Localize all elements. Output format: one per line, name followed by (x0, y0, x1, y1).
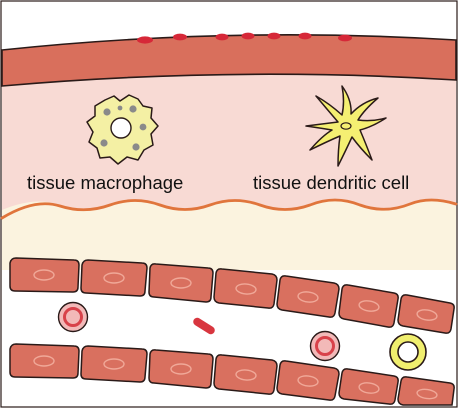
surface-particle (137, 36, 153, 43)
surface-particle (216, 34, 229, 41)
label-tissue-dendritic-cell: tissue dendritic cell (253, 172, 409, 193)
endothelial-cell (149, 264, 213, 302)
label-tissue-macrophage: tissue macrophage (27, 172, 183, 193)
macrophage-nucleus (111, 118, 131, 138)
endothelial-cell (277, 276, 339, 317)
surface-particle (242, 33, 255, 40)
surface-particle (338, 35, 352, 42)
red-blood-cell (311, 332, 340, 361)
endothelial-cell (149, 350, 213, 388)
endothelial-cell (10, 258, 79, 292)
red-blood-cell (59, 303, 88, 332)
surface-particle (268, 33, 281, 40)
endothelial-cell (81, 346, 147, 382)
surface-particle (299, 33, 312, 40)
leukocyte (390, 334, 426, 370)
endothelial-cell (277, 361, 339, 400)
endothelial-cell (214, 355, 277, 394)
surface-particle (173, 34, 187, 41)
endothelial-cell (81, 260, 147, 296)
endothelial-cell (214, 269, 277, 308)
endothelial-cell (10, 344, 79, 378)
